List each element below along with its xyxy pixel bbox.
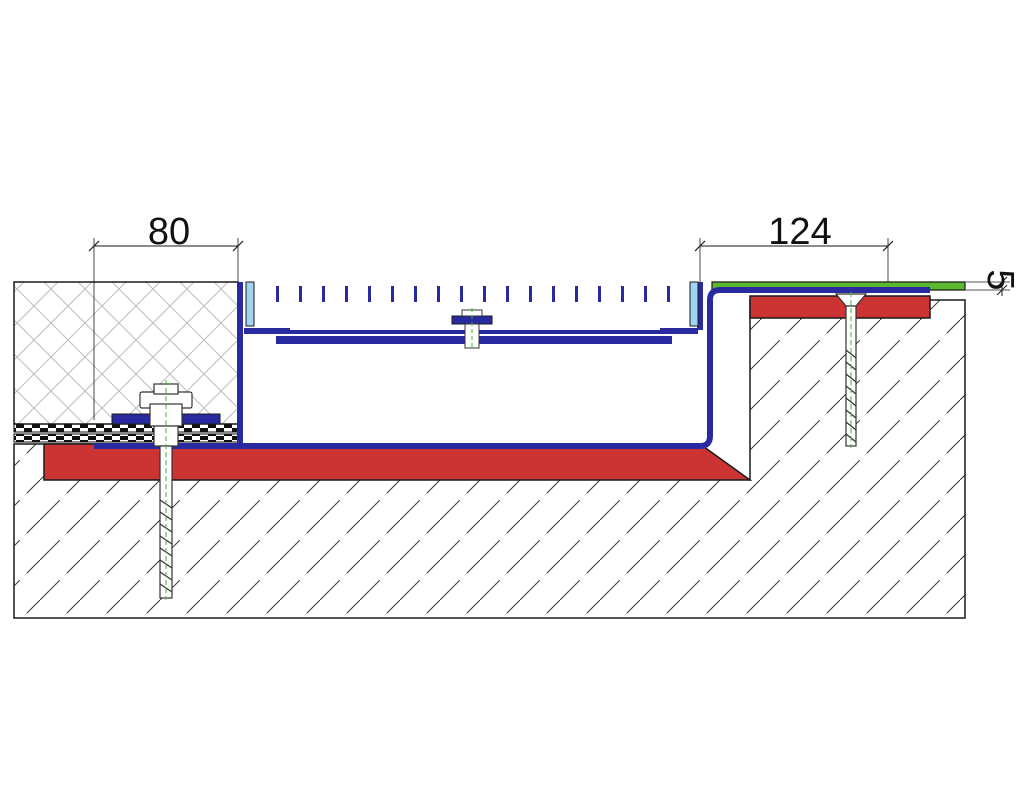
grating-slot (575, 286, 578, 302)
grating-slot (483, 286, 486, 302)
grating-slot (460, 286, 463, 302)
grating-slot (414, 286, 417, 302)
bolt-anchor-icon (111, 380, 221, 600)
grating-slot (598, 286, 601, 302)
membrane-checker-2 (13, 433, 240, 443)
grating-frame-left (245, 281, 255, 327)
adhesive-bed-right (749, 295, 931, 319)
grating-slot (506, 286, 509, 302)
dimension-left: 80 (88, 211, 244, 420)
grating-slot (437, 286, 440, 302)
grating-slot (667, 286, 670, 302)
insulation-layer (13, 281, 239, 425)
grating-slots (276, 286, 670, 302)
grating-frame-right (689, 281, 699, 327)
grating-slot (644, 286, 647, 302)
dimension-thickness-label: 5 (979, 269, 1021, 290)
adhesive-bed (43, 443, 753, 481)
adjust-screw-icon (451, 308, 493, 350)
dimension-right-label: 124 (768, 211, 831, 253)
grating-slot (391, 286, 394, 302)
grating-slot (621, 286, 624, 302)
grating-slot (345, 286, 348, 302)
grating-slot (299, 286, 302, 302)
membrane-checker-1 (13, 423, 240, 433)
dimension-right: 124 (694, 211, 894, 282)
dimension-thickness: 5 (966, 269, 1021, 296)
grating-slot (552, 286, 555, 302)
grating-slot (529, 286, 532, 302)
grating-slot (276, 286, 279, 302)
dimension-left-label: 80 (148, 211, 190, 253)
grating-slot (322, 286, 325, 302)
channel-profile (94, 287, 930, 449)
screw-anchor-icon (834, 292, 868, 448)
grating-slot (368, 286, 371, 302)
